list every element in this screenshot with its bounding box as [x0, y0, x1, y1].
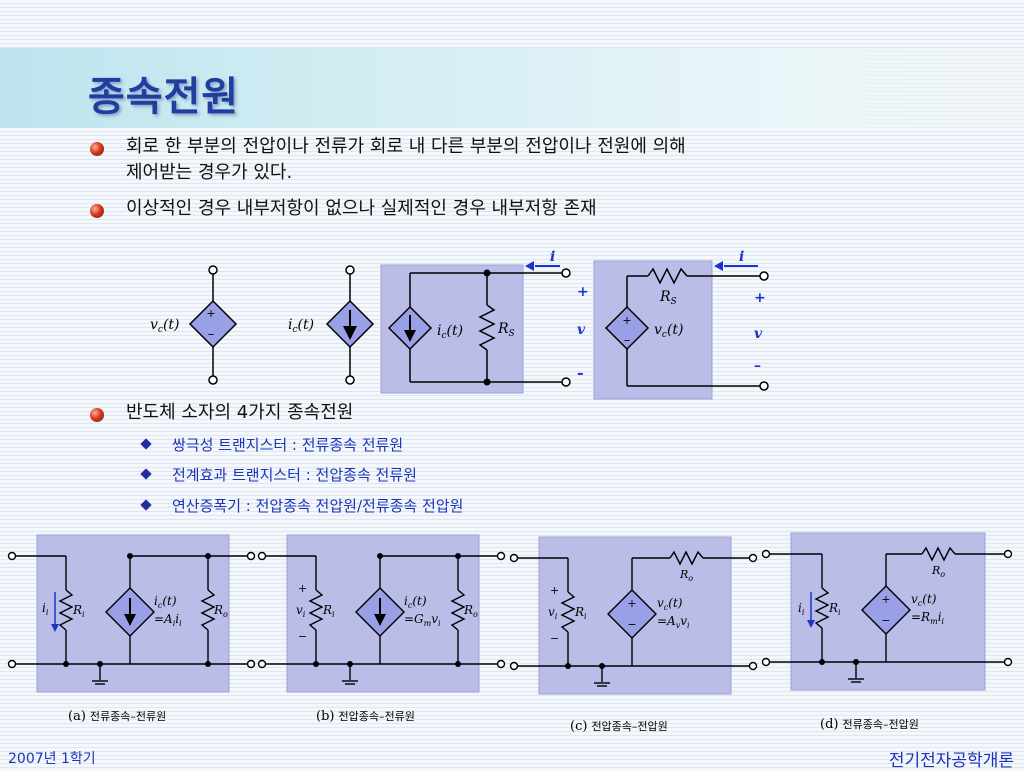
circuit-d — [761, 532, 1013, 691]
bullet-text-2: 이상적인 경우 내부저항이 없으나 실제적인 경우 내부저항 존재 — [126, 198, 597, 219]
circuit-a — [7, 534, 256, 693]
b-ro: Ro — [463, 603, 478, 619]
thevenin-circuit — [604, 267, 769, 391]
bullet-icon — [90, 408, 104, 422]
norton-ic-label: ic(t) — [437, 323, 463, 341]
current-direction-arrow-icon — [525, 261, 560, 271]
d-src-eq: =Rmii — [911, 610, 945, 626]
sub-bullet-text-1: 쌍극성 트랜지스터 : 전류종속 전류원 — [172, 436, 404, 454]
thevenin-vc-label: vc(t) — [654, 322, 684, 340]
current-arrow-icon — [343, 310, 357, 340]
d-src-top: vc(t) — [911, 592, 937, 608]
c-src-top: vc(t) — [657, 596, 683, 612]
a-ri: Ri — [72, 603, 85, 619]
bullet-text-3: 반도체 소자의 4가지 종속전원 — [126, 402, 354, 423]
b-ri: Ri — [322, 603, 335, 619]
bullet-text-1b: 제어받는 경우가 있다. — [126, 162, 293, 183]
plus-sign: + — [577, 284, 589, 300]
minus-sign: - — [577, 363, 584, 382]
plus-sign: + — [622, 314, 631, 327]
vc-label: vc(t) — [150, 317, 180, 335]
b-plus: + — [298, 582, 307, 595]
junction-dot — [483, 378, 491, 386]
voltage-label: v — [754, 326, 763, 342]
circuit-c — [509, 536, 758, 695]
ic-label: ic(t) — [288, 317, 314, 335]
b-minus: − — [298, 630, 307, 643]
minus-sign: – — [624, 333, 631, 348]
bullet-icon — [90, 142, 104, 156]
plus-sign: + — [754, 290, 766, 306]
d-src-plus: + — [881, 593, 890, 606]
d-ro: Ro — [931, 564, 945, 579]
page-title: 종속전원 — [88, 74, 240, 120]
footer-semester: 2007년 1학기 — [8, 751, 96, 767]
junction-dot — [483, 269, 491, 277]
b-src-top: ic(t) — [404, 594, 427, 610]
voltage-label: v — [577, 322, 586, 338]
footer-course-title: 전기전자공학개론 — [888, 751, 1014, 771]
current-label: i — [739, 249, 744, 265]
minus-sign: – — [208, 327, 215, 342]
a-input-var: ii — [42, 601, 49, 617]
c-ri: Ri — [574, 605, 587, 621]
dependent-voltage-source-symbol — [188, 265, 238, 385]
rs-label: RS — [659, 289, 677, 307]
d-caption: (d)전류종속–전압원 — [820, 717, 919, 732]
d-input-var: ii — [798, 601, 805, 617]
sub-bullet-text-2: 전계효과 트랜지스터 : 전압종속 전류원 — [172, 466, 417, 484]
circuit-b — [257, 534, 506, 693]
current-label: i — [550, 249, 555, 265]
c-minus: − — [550, 632, 559, 645]
b-src-eq: =Gmvi — [404, 612, 441, 628]
bullet-text-1a: 회로 한 부분의 전압이나 전류가 회로 내 다른 부분의 전압이나 전원에 의… — [126, 136, 686, 157]
bullet-icon — [90, 204, 104, 218]
a-src-eq: =Aiii — [154, 612, 182, 628]
rs-label: RS — [497, 321, 515, 339]
c-ro: Ro — [679, 568, 693, 583]
c-caption: (c)전압종속–전압원 — [570, 719, 668, 734]
title-band — [0, 48, 1024, 128]
plus-sign: + — [206, 307, 215, 320]
d-ri: Ri — [828, 601, 841, 617]
sub-bullet-text-3: 연산증폭기 : 전압종속 전압원/전류종속 전압원 — [172, 497, 464, 515]
b-caption: (b)전압종속–전류원 — [316, 709, 415, 724]
c-src-plus: + — [627, 597, 636, 610]
current-direction-arrow-icon — [714, 261, 758, 271]
c-src-minus: − — [627, 618, 636, 631]
c-input-var: vi — [548, 605, 558, 621]
b-input-var: vi — [296, 603, 306, 619]
a-src-top: ic(t) — [154, 594, 177, 610]
minus-sign: – — [754, 358, 761, 374]
a-caption: (a)전류종속–전류원 — [68, 709, 166, 724]
c-plus: + — [550, 584, 559, 597]
current-arrow-icon — [404, 315, 416, 342]
d-src-minus: − — [881, 614, 890, 627]
a-ro: Ro — [213, 603, 228, 619]
c-src-eq: =Avvi — [657, 614, 690, 630]
